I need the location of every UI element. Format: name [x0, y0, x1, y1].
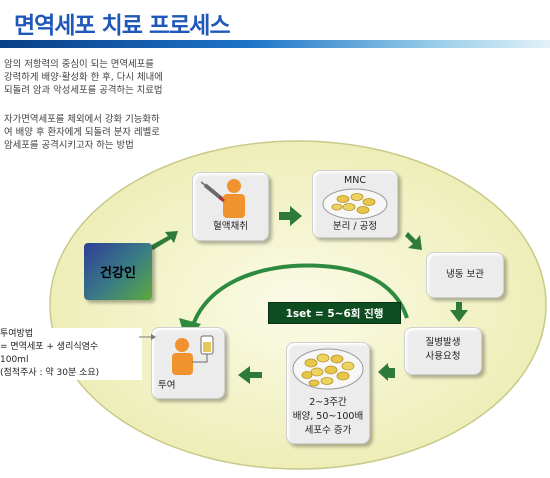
description-line: 암세포를 공격시키고자 하는 방법 [4, 140, 134, 151]
note-line: 투여방법 [0, 329, 34, 339]
cycle-arc [188, 263, 409, 337]
description-line: 자가면역세포를 체외에서 강화 기능화하 [4, 114, 160, 125]
step-label: 2~3주간 [309, 397, 347, 408]
arrow-frozen-to-disease [450, 302, 468, 322]
step-disease-request: 질병발생 사용요청 [404, 327, 482, 375]
arrow-mnc-to-frozen [405, 232, 422, 250]
step-label: 배양, 50~100배 [292, 411, 364, 422]
step-label: 냉동 보관 [446, 269, 484, 280]
step-label: 사용요청 [425, 351, 461, 362]
step-culture: 2~3주간 배양, 50~100배 세포수 증가 [286, 342, 370, 444]
step-label: 질병발생 [425, 337, 461, 348]
person-with-iv-drip-icon [172, 335, 214, 375]
note-line: (점적주사 : 약 30분 소요) [0, 368, 100, 378]
title-underline-bar [0, 40, 550, 48]
description-line: 암의 저항력의 중심이 되는 면역세포를 [4, 59, 154, 70]
description-paragraph-1: 암의 저항력의 중심이 되는 면역세포를 강력하게 배양·활성화 한 후, 다시… [4, 58, 234, 97]
step-healthy-person: 건강인 [84, 243, 152, 300]
step-label: MNC [344, 175, 366, 186]
step-administration: 투여 [151, 327, 225, 399]
arrow-blood-to-mnc [279, 206, 302, 226]
step-blood-collection: 혈액채취 [192, 172, 269, 241]
description-line: 여 배양 후 환자에게 되돌려 분자 레벨로 [4, 127, 160, 138]
step-mnc-separation: MNC 분리 / 공정 [312, 170, 398, 238]
person-with-syringe-icon [200, 179, 245, 218]
page-title: 면역세포 치료 프로세스 [14, 13, 231, 39]
step-label: 분리 / 공정 [332, 221, 378, 232]
step-label: 혈액채취 [213, 221, 248, 232]
administration-method-note: 투여방법 = 면역세포 + 생리식염수 100ml (점적주사 : 약 30분 … [0, 328, 142, 380]
description-paragraph-2: 자가면역세포를 체외에서 강화 기능화하 여 배양 후 환자에게 되돌려 분자 … [4, 113, 234, 152]
arrow-healthy-to-blood [150, 231, 178, 250]
petri-dish-icon [322, 188, 388, 220]
step-label: 세포수 증가 [304, 425, 352, 436]
cycle-count-badge: 1set = 5~6회 진행 [268, 302, 401, 324]
step-label: 투여 [158, 380, 176, 391]
note-line: = 면역세포 + 생리식염수 [0, 342, 99, 352]
arrow-culture-to-admin [238, 366, 262, 384]
step-frozen-storage: 냉동 보관 [426, 252, 504, 298]
description-line: 되돌려 암과 악성세포를 공격하는 치료법 [4, 85, 163, 96]
culture-dish-icon [292, 348, 364, 390]
description-line: 강력하게 배양·활성화 한 후, 다시 체내에 [4, 72, 163, 83]
arrow-disease-to-culture [378, 363, 395, 381]
note-line: 100ml [0, 355, 29, 365]
